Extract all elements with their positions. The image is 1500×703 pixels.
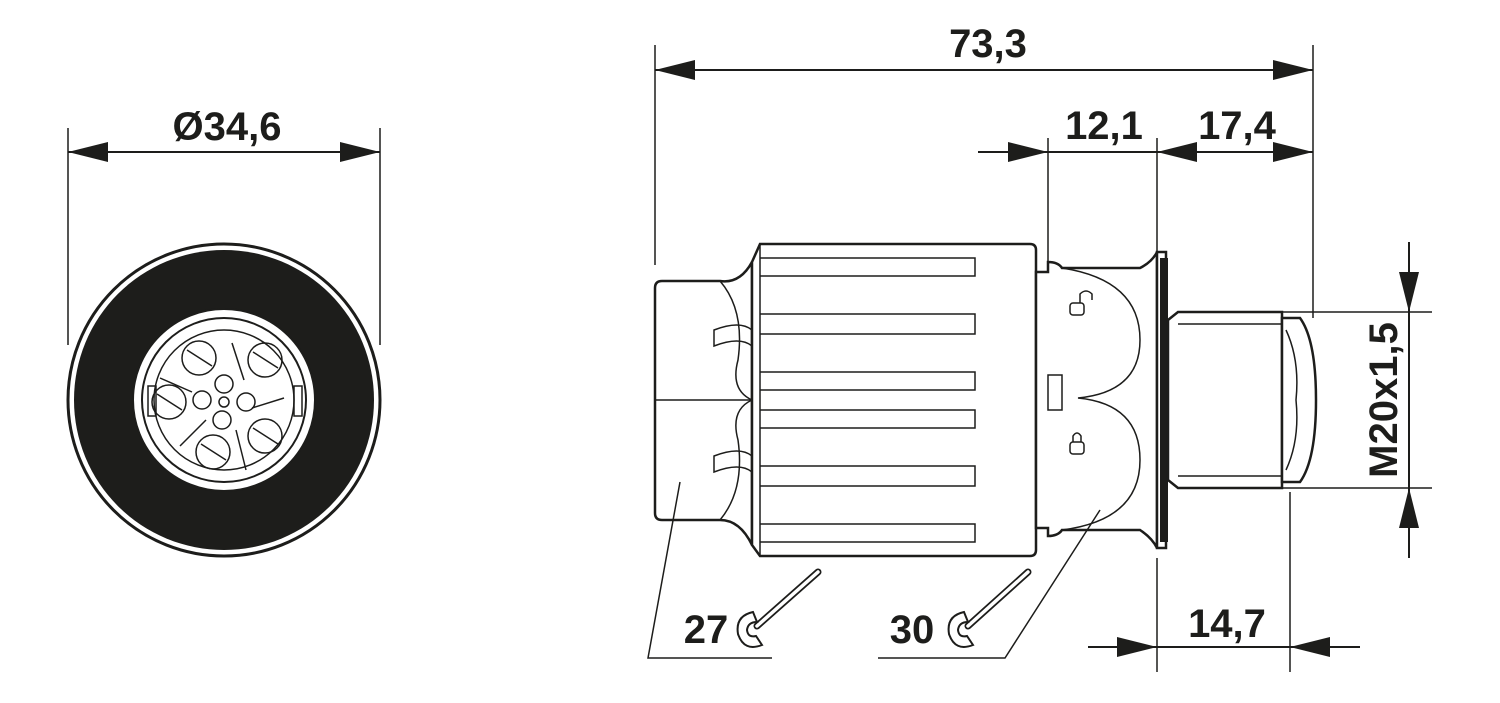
sealing-washer xyxy=(1160,258,1168,542)
lock-symbol xyxy=(1069,432,1085,455)
arrowhead-middle-right xyxy=(1157,142,1197,162)
thread-tip-contour xyxy=(1285,329,1298,471)
thread-side-length-label: 17,4 xyxy=(1198,104,1277,148)
wrench-size-27-label: 27 xyxy=(684,608,729,652)
arrowhead-thread-len-right xyxy=(1290,637,1330,657)
arrowhead-overall-left xyxy=(655,60,695,80)
wrench-30-icon xyxy=(947,568,1032,648)
wrench-size-30-label: 30 xyxy=(890,608,935,652)
arrowhead-middle-left xyxy=(1008,142,1048,162)
arrowhead-left xyxy=(68,142,108,162)
thread-shank xyxy=(1166,310,1284,490)
leader-line-27 xyxy=(647,481,772,659)
front-view: Ø34,6 xyxy=(66,105,382,558)
arrowhead-thread-top xyxy=(1399,272,1419,312)
thread-spec-label: M20x1,5 xyxy=(1362,322,1406,478)
arrowhead-thread-side xyxy=(1273,142,1313,162)
unlock-symbol xyxy=(1069,290,1093,316)
arrowhead-right xyxy=(340,142,380,162)
thread-length-label: 14,7 xyxy=(1188,602,1266,646)
thread-tip xyxy=(1280,316,1318,484)
nut-window xyxy=(1047,374,1063,411)
wrench-27-icon xyxy=(736,568,822,648)
arrowhead-overall-right xyxy=(1273,60,1313,80)
diameter-label: Ø34,6 xyxy=(173,105,282,149)
side-view: 73,3 12,1 17,4 xyxy=(647,22,1432,672)
middle-length-label: 12,1 xyxy=(1065,104,1143,148)
overall-length-label: 73,3 xyxy=(949,22,1027,66)
cap-contour-bottom xyxy=(719,399,753,521)
arrowhead-thread-bottom xyxy=(1399,488,1419,528)
leader-line-30 xyxy=(878,509,1101,659)
contact-insert xyxy=(147,329,303,471)
union-nut xyxy=(1034,251,1159,549)
cable-cap xyxy=(653,261,754,546)
grip-ribs xyxy=(759,244,976,556)
cap-contour-top xyxy=(719,280,753,401)
grip-body xyxy=(750,242,1038,558)
arrowhead-thread-len-left xyxy=(1117,637,1157,657)
nut-contour xyxy=(1061,267,1141,531)
